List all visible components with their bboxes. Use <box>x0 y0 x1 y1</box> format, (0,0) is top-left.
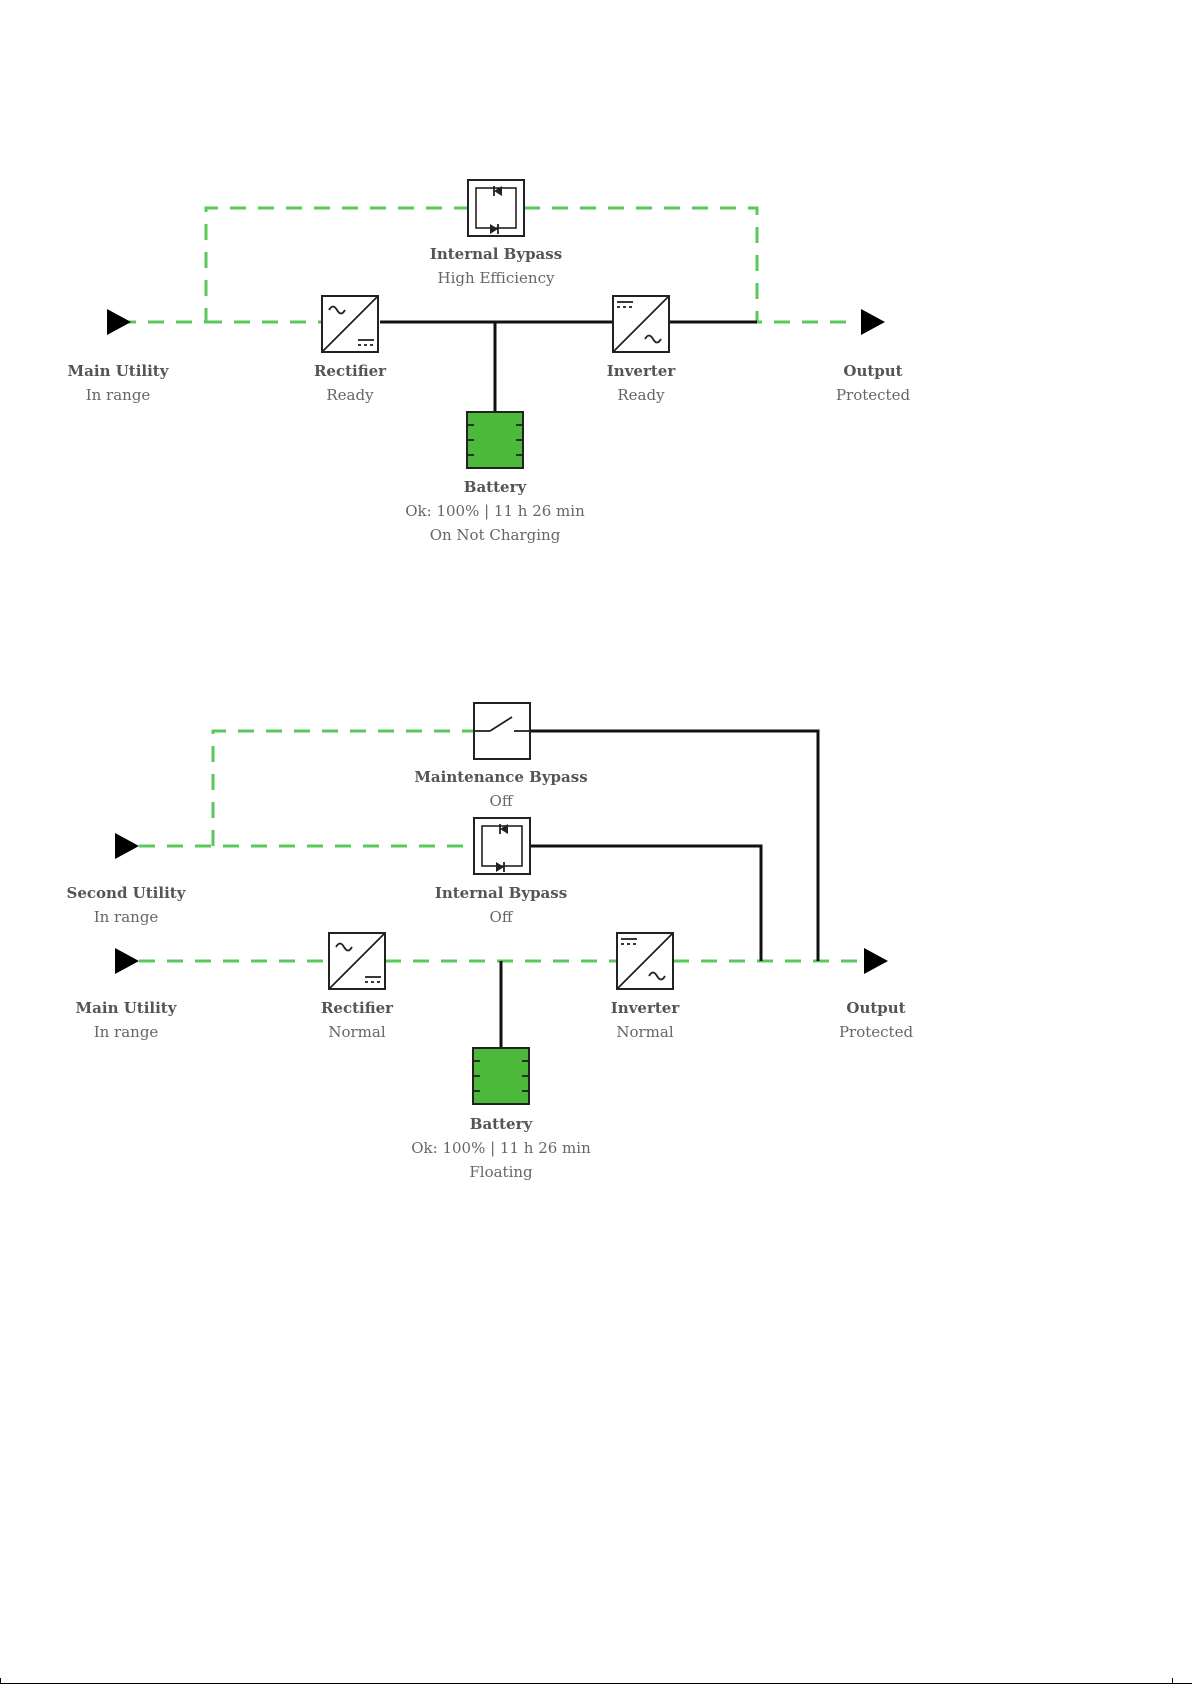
rectifier-title: Rectifier <box>314 362 387 380</box>
diagram-2: Maintenance Bypass Off Second Utility In… <box>67 702 914 1181</box>
main-utility-status: In range <box>94 1023 159 1041</box>
rectifier-status: Ready <box>326 386 374 404</box>
internal-bypass-icon[interactable] <box>467 179 525 237</box>
inverter-icon[interactable] <box>612 295 670 353</box>
battery-status-charge: Ok: 100% | 11 h 26 min <box>405 502 585 520</box>
battery-status-mode: Floating <box>469 1163 533 1181</box>
output-arrow-icon <box>864 948 888 974</box>
rectifier-status: Normal <box>328 1023 385 1041</box>
rectifier-icon[interactable] <box>321 295 379 353</box>
output-title: Output <box>846 999 905 1017</box>
output-status: Protected <box>839 1023 914 1041</box>
second-utility-source-icon <box>115 833 139 859</box>
output-status: Protected <box>836 386 911 404</box>
inverter-status: Normal <box>616 1023 673 1041</box>
second-utility-wire <box>139 729 474 848</box>
maintenance-bypass-status: Off <box>490 792 514 810</box>
maintenance-bypass-title: Maintenance Bypass <box>414 768 587 786</box>
internal-bypass-status: High Efficiency <box>438 269 555 287</box>
battery-status-charge: Ok: 100% | 11 h 26 min <box>411 1139 591 1157</box>
diagram-1: Main Utility In range Internal Bypass Hi… <box>68 179 911 544</box>
page-bottom-rule <box>0 1683 1192 1684</box>
main-utility-source-icon <box>107 309 131 335</box>
page-bottom-tick-right <box>1172 1678 1173 1684</box>
main-utility-title: Main Utility <box>68 362 170 380</box>
internal-bypass-title: Internal Bypass <box>430 245 562 263</box>
inverter-title: Inverter <box>611 999 681 1017</box>
battery-status-mode: On Not Charging <box>430 526 561 544</box>
inverter-status: Ready <box>617 386 665 404</box>
maintenance-bypass-switch-icon[interactable] <box>473 702 531 760</box>
output-arrow-icon <box>861 309 885 335</box>
internal-bypass-status: Off <box>490 908 514 926</box>
internal-bypass-icon[interactable] <box>473 817 531 875</box>
bypass-path-wire <box>120 206 850 324</box>
internal-bypass-output-wire <box>530 844 763 961</box>
battery-icon[interactable] <box>472 1047 530 1105</box>
battery-icon[interactable] <box>466 411 524 469</box>
dc-bus-wire <box>380 320 757 412</box>
output-title: Output <box>843 362 902 380</box>
rectifier-title: Rectifier <box>321 999 394 1017</box>
internal-bypass-title: Internal Bypass <box>435 884 567 902</box>
page-bottom-tick-left <box>0 1678 1 1684</box>
battery-title: Battery <box>464 478 528 496</box>
main-utility-source-icon <box>115 948 139 974</box>
battery-title: Battery <box>470 1115 534 1133</box>
main-utility-status: In range <box>86 386 151 404</box>
inverter-title: Inverter <box>607 362 677 380</box>
main-utility-title: Main Utility <box>76 999 178 1017</box>
inverter-icon[interactable] <box>616 932 674 990</box>
rectifier-icon[interactable] <box>328 932 386 990</box>
maintenance-bypass-output-wire <box>530 729 820 961</box>
second-utility-title: Second Utility <box>67 884 187 902</box>
second-utility-status: In range <box>94 908 159 926</box>
